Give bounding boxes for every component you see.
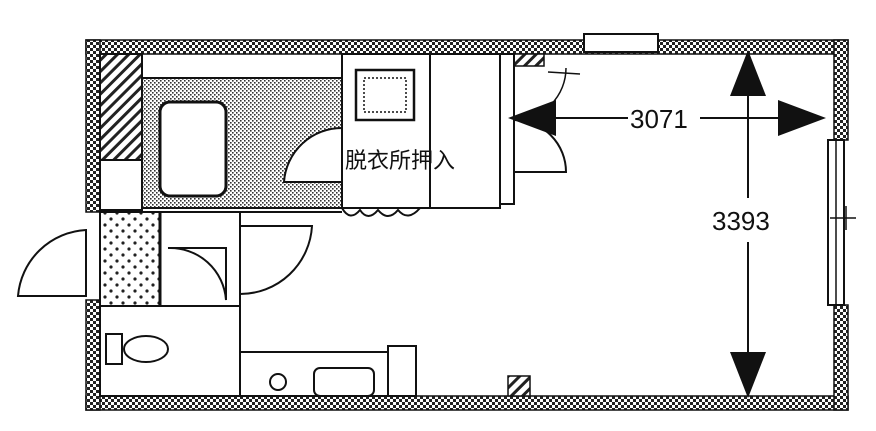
toilet-fixture: [99, 305, 241, 397]
top-window: [583, 33, 659, 53]
room-labels: 脱衣所押入: [345, 148, 455, 173]
width-dimension: 3071: [508, 100, 826, 136]
bedroom-door: [239, 225, 314, 296]
wall-stub: [99, 159, 143, 211]
kitchen-counter: [239, 345, 417, 397]
closet-bifold-door: [341, 207, 421, 217]
toilet-door: [167, 246, 227, 301]
height-dimension: 3393: [712, 50, 770, 398]
hatched-column: [99, 53, 143, 161]
width-dimension-label: 3071: [630, 104, 688, 134]
bathtub: [158, 100, 228, 198]
bathroom-door: [282, 126, 343, 183]
floor-vent: [507, 375, 531, 397]
toilet-room-floor: [99, 211, 161, 307]
side-window: [827, 139, 856, 306]
washer-inner: [363, 77, 407, 113]
exterior-door: [16, 228, 87, 297]
height-dimension-label: 3393: [712, 206, 770, 236]
